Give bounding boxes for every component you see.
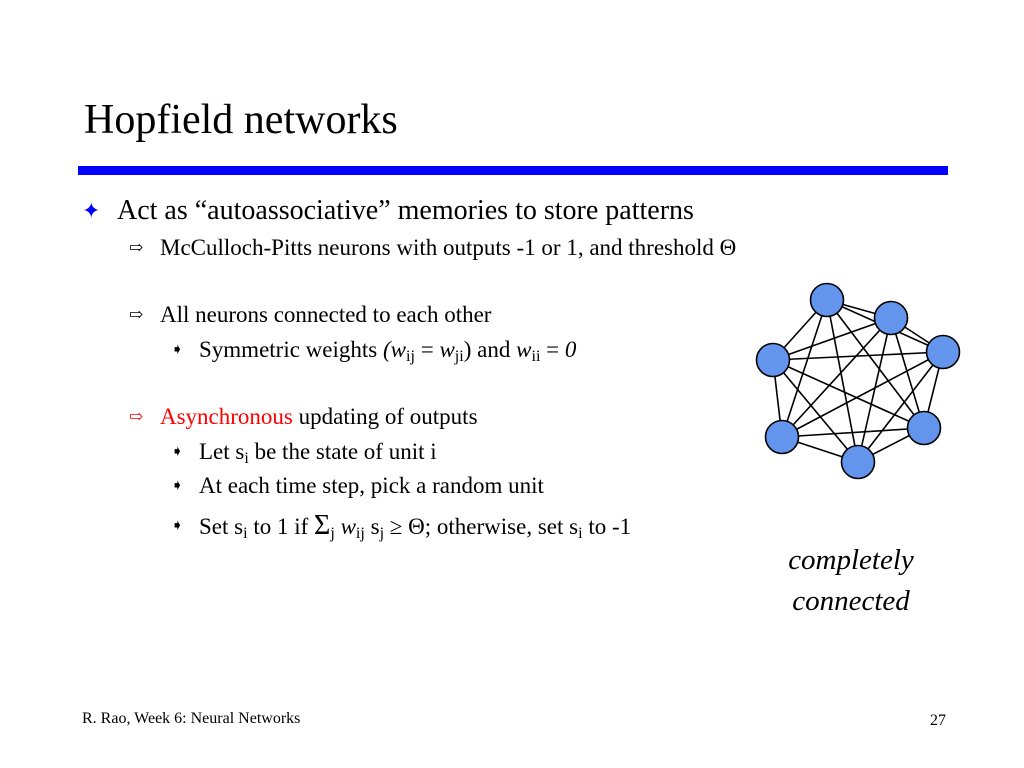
network-edge [857, 351, 944, 463]
network-edge [781, 299, 828, 438]
network-edge [772, 359, 925, 429]
network-edge [772, 317, 892, 361]
network-edge [772, 359, 859, 463]
bullet-neurons: McCulloch-Pitts neurons with outputs -1 … [160, 235, 737, 260]
network-edge [772, 351, 944, 361]
network-node [873, 300, 909, 336]
bullet-state: Let si be the state of unit i [199, 439, 437, 468]
network-edge [826, 299, 925, 429]
caption-line-1: completely [788, 544, 914, 576]
bullet-connected: All neurons connected to each other [160, 302, 492, 327]
network-node [906, 410, 942, 446]
bullet-timestep: At each time step, pick a random unit [199, 473, 544, 498]
solid-arrowhead-bullet-icon: ➧ [171, 444, 184, 460]
network-node [809, 282, 845, 318]
title-underline [78, 166, 948, 175]
solid-arrowhead-bullet-icon: ➧ [171, 342, 184, 358]
star-bullet-icon: ✦ [82, 198, 101, 223]
network-edge [857, 317, 892, 463]
diagram-caption: completely connected [742, 540, 960, 622]
network-node [764, 419, 800, 455]
network-node [840, 444, 876, 480]
hopfield-network-diagram [755, 282, 961, 480]
network-edge [781, 427, 925, 438]
network-edge [781, 317, 892, 438]
footer-credit: R. Rao, Week 6: Neural Networks [82, 710, 301, 727]
slide-title: Hopfield networks [84, 97, 398, 143]
network-edge [781, 351, 944, 438]
caption-line-2: connected [792, 585, 910, 617]
bullet-main: Act as “autoassociative” memories to sto… [117, 195, 694, 226]
hollow-arrow-bullet-icon: ⇨ [129, 305, 144, 324]
network-edge [890, 317, 925, 429]
asynchronous-highlight: Asynchronous [160, 404, 293, 429]
network-edge [826, 299, 859, 463]
hollow-arrow-bullet-icon: ⇨ [129, 407, 144, 426]
network-nodes [755, 282, 961, 480]
network-node [755, 342, 791, 378]
bullet-update-rule: Set si to 1 if Σj wij sj ≥ Θ; otherwise,… [199, 510, 632, 543]
network-node [925, 334, 961, 370]
bullet-asynchronous: Asynchronous updating of outputs [160, 404, 478, 429]
hollow-arrow-bullet-icon: ⇨ [129, 238, 144, 257]
bullet-symmetric-weights: Symmetric weights (wij = wji) and wii = … [199, 337, 577, 366]
page-number: 27 [930, 712, 946, 729]
solid-arrowhead-bullet-icon: ➧ [171, 518, 184, 534]
solid-arrowhead-bullet-icon: ➧ [171, 478, 184, 494]
